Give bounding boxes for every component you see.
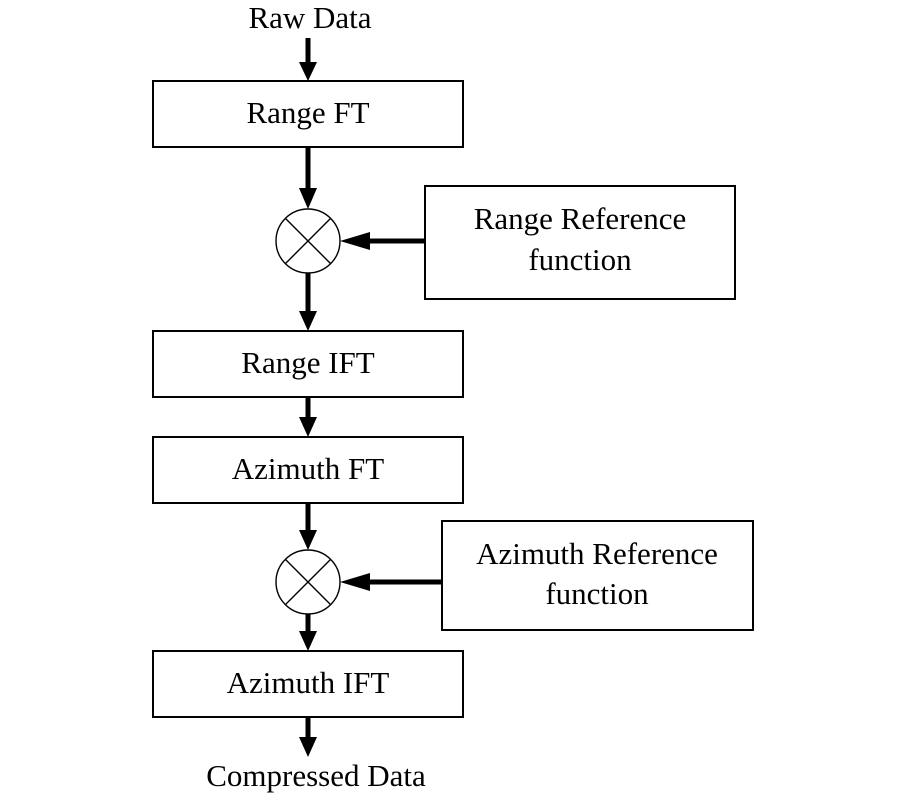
edge-input-to-range-ft (299, 38, 317, 81)
input-label: Raw Data (248, 0, 371, 35)
node-multiplier-1[interactable] (275, 208, 341, 274)
edge-range-ft-to-mult1 (299, 147, 317, 209)
edge-azimuth-ift-to-output (299, 717, 317, 757)
edge-range-ift-to-azimuth-ft (299, 397, 317, 437)
node-range-reference-function[interactable]: Range Reference function (424, 185, 736, 300)
edge-mult1-to-range-ift (299, 273, 317, 331)
node-range-reference-label-line1: Range Reference (474, 201, 687, 236)
node-multiplier-2[interactable] (275, 549, 341, 615)
node-azimuth-ift[interactable]: Azimuth IFT (152, 650, 464, 718)
node-azimuth-ft-label: Azimuth FT (232, 451, 384, 486)
node-range-ift[interactable]: Range IFT (152, 330, 464, 398)
node-azimuth-reference-label-line2: function (545, 576, 649, 611)
edge-azimuth-ft-to-mult2 (299, 503, 317, 550)
node-azimuth-reference-function[interactable]: Azimuth Reference function (441, 520, 754, 631)
edge-mult2-to-azimuth-ift (299, 614, 317, 651)
edge-range-ref-to-mult1 (340, 232, 425, 250)
node-range-reference-label-line2: function (528, 242, 632, 277)
edge-azimuth-ref-to-mult2 (340, 573, 442, 591)
node-azimuth-reference-label-line1: Azimuth Reference (476, 536, 718, 571)
node-range-ft[interactable]: Range FT (152, 80, 464, 148)
node-azimuth-ft[interactable]: Azimuth FT (152, 436, 464, 504)
node-azimuth-ift-label: Azimuth IFT (227, 665, 390, 700)
output-label: Compressed Data (206, 758, 426, 793)
node-range-ft-label: Range FT (246, 95, 369, 130)
node-range-ift-label: Range IFT (241, 345, 375, 380)
